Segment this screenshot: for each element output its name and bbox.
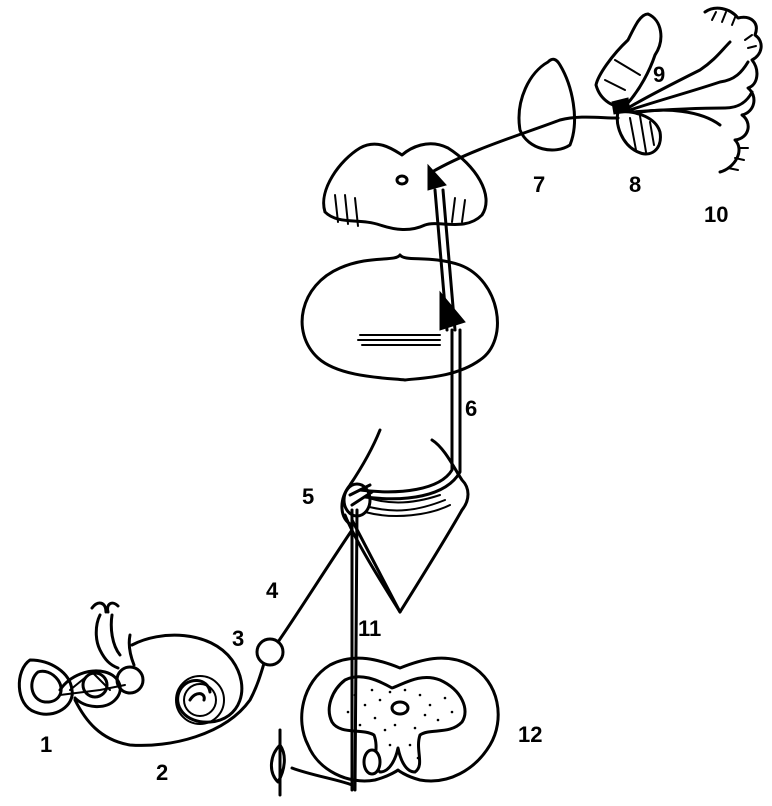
label-10: 10 xyxy=(704,202,728,227)
cerebral-cortex xyxy=(703,6,763,174)
pons-section xyxy=(300,253,499,382)
ascending-tract xyxy=(358,163,466,501)
label-9: 9 xyxy=(653,62,665,87)
label-5: 5 xyxy=(302,484,314,509)
vestibular-ganglion xyxy=(255,637,285,667)
label-3: 3 xyxy=(232,626,244,651)
thalamocortical-fiber xyxy=(430,115,620,174)
inner-ear-labyrinth xyxy=(17,601,244,725)
vestibular-root-fiber xyxy=(276,528,354,644)
pons-fibers xyxy=(357,334,441,346)
vestibular-nuclei xyxy=(342,482,374,518)
internal-capsule xyxy=(594,12,663,156)
vestibulospinal-tract xyxy=(350,508,402,792)
vestibular-nerve xyxy=(73,658,267,747)
label-6: 6 xyxy=(465,396,477,421)
label-11: 11 xyxy=(358,616,381,641)
midbrain-section xyxy=(322,142,488,231)
label-1: 1 xyxy=(40,732,52,757)
effector-muscle xyxy=(270,728,286,797)
cortical-radiation xyxy=(626,40,754,127)
label-4: 4 xyxy=(266,578,279,603)
label-2: 2 xyxy=(156,760,168,785)
label-8: 8 xyxy=(629,172,641,197)
spinal-cord-section xyxy=(290,656,500,787)
label-7: 7 xyxy=(533,172,545,197)
label-12: 12 xyxy=(518,722,542,747)
thalamic-nucleus xyxy=(517,57,577,152)
brainstem-medulla-section xyxy=(340,428,470,614)
